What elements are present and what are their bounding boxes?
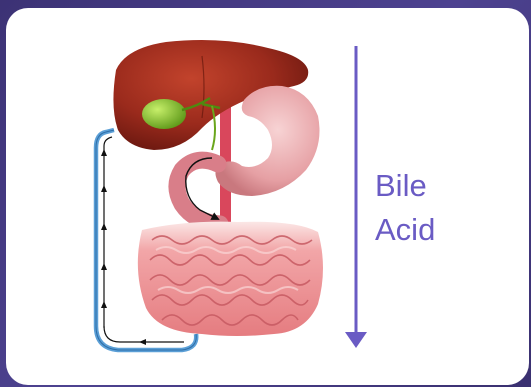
gallbladder: [142, 99, 186, 129]
duodenum: [177, 160, 220, 224]
slide-card: Bile Acid: [6, 8, 529, 385]
bile-acid-label: Bile Acid: [375, 164, 435, 252]
digestive-system-illustration: [6, 8, 529, 385]
label-line-2: Acid: [375, 208, 435, 252]
label-line-1: Bile: [375, 164, 435, 208]
small-intestine: [138, 222, 323, 336]
down-arrow-icon: [345, 46, 367, 348]
